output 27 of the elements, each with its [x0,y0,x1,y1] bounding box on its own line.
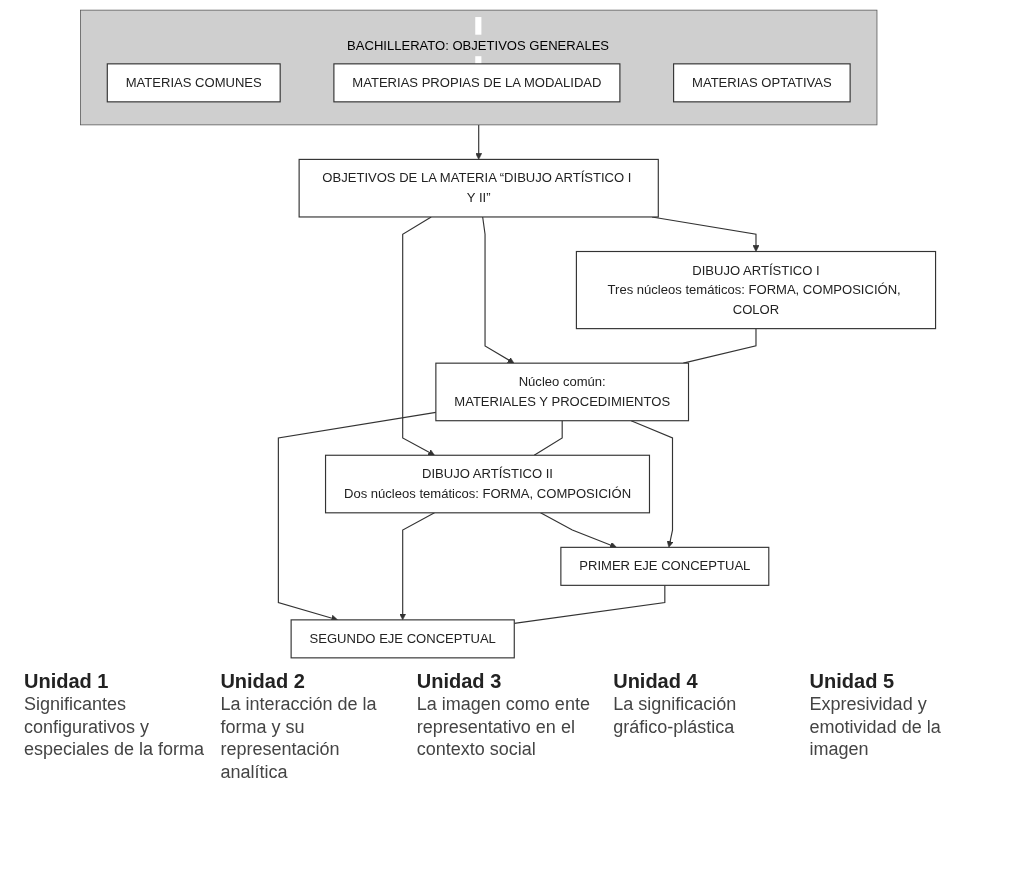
arrow [539,512,617,549]
arrow [402,216,435,456]
arrow [482,216,515,364]
arrow [399,512,436,621]
unit-heading: Unidad 2 [220,670,306,693]
connector [533,420,563,456]
node-box: DIBUJO ARTÍSTICO I Tres núcleos temáticos: FORMA, COMPOSICIÓN, COLOR [575,250,937,330]
unit-heading: Unidad 3 [416,670,503,693]
unit-heading: Unidad 4 [613,670,699,693]
unit-description: Expresividad y emotividad de la imagen [809,693,942,761]
unit-heading: Unidad 5 [809,670,896,693]
unit-description: La interacción de la forma y su representación analítica [220,693,378,783]
unit-description: La significación gráfico-plástica [613,693,738,738]
connector [682,328,757,364]
node-box: DIBUJO ARTÍSTICO II Dos núcleos temáticos: FORMA, COMPOSICIÓN [324,454,651,514]
unit-description: La imagen como ente representativo en el contexto social [416,693,591,761]
unit-heading: Unidad 1 [24,670,110,693]
node-box: MATERIAS PROPIAS DE LA MODALIDAD [333,63,621,103]
arrow [475,124,483,160]
node-box: MATERIAS COMUNES [106,63,281,103]
node-box: SEGUNDO EJE CONCEPTUAL [290,619,515,659]
unit-description: Significantes configurativos y especiales de la forma [24,693,206,761]
node-box: PRIMER EJE CONCEPTUAL [560,546,770,586]
node-box: Núcleo común: MATERIALES Y PROCEDIMIENTOS [435,362,690,422]
node-box: OBJETIVOS DE LA MATERIA “DIBUJO ARTÍSTICO I Y II” [298,158,659,218]
node-box: MATERIAS OPTATIVAS [673,63,851,103]
arrow [630,420,674,548]
